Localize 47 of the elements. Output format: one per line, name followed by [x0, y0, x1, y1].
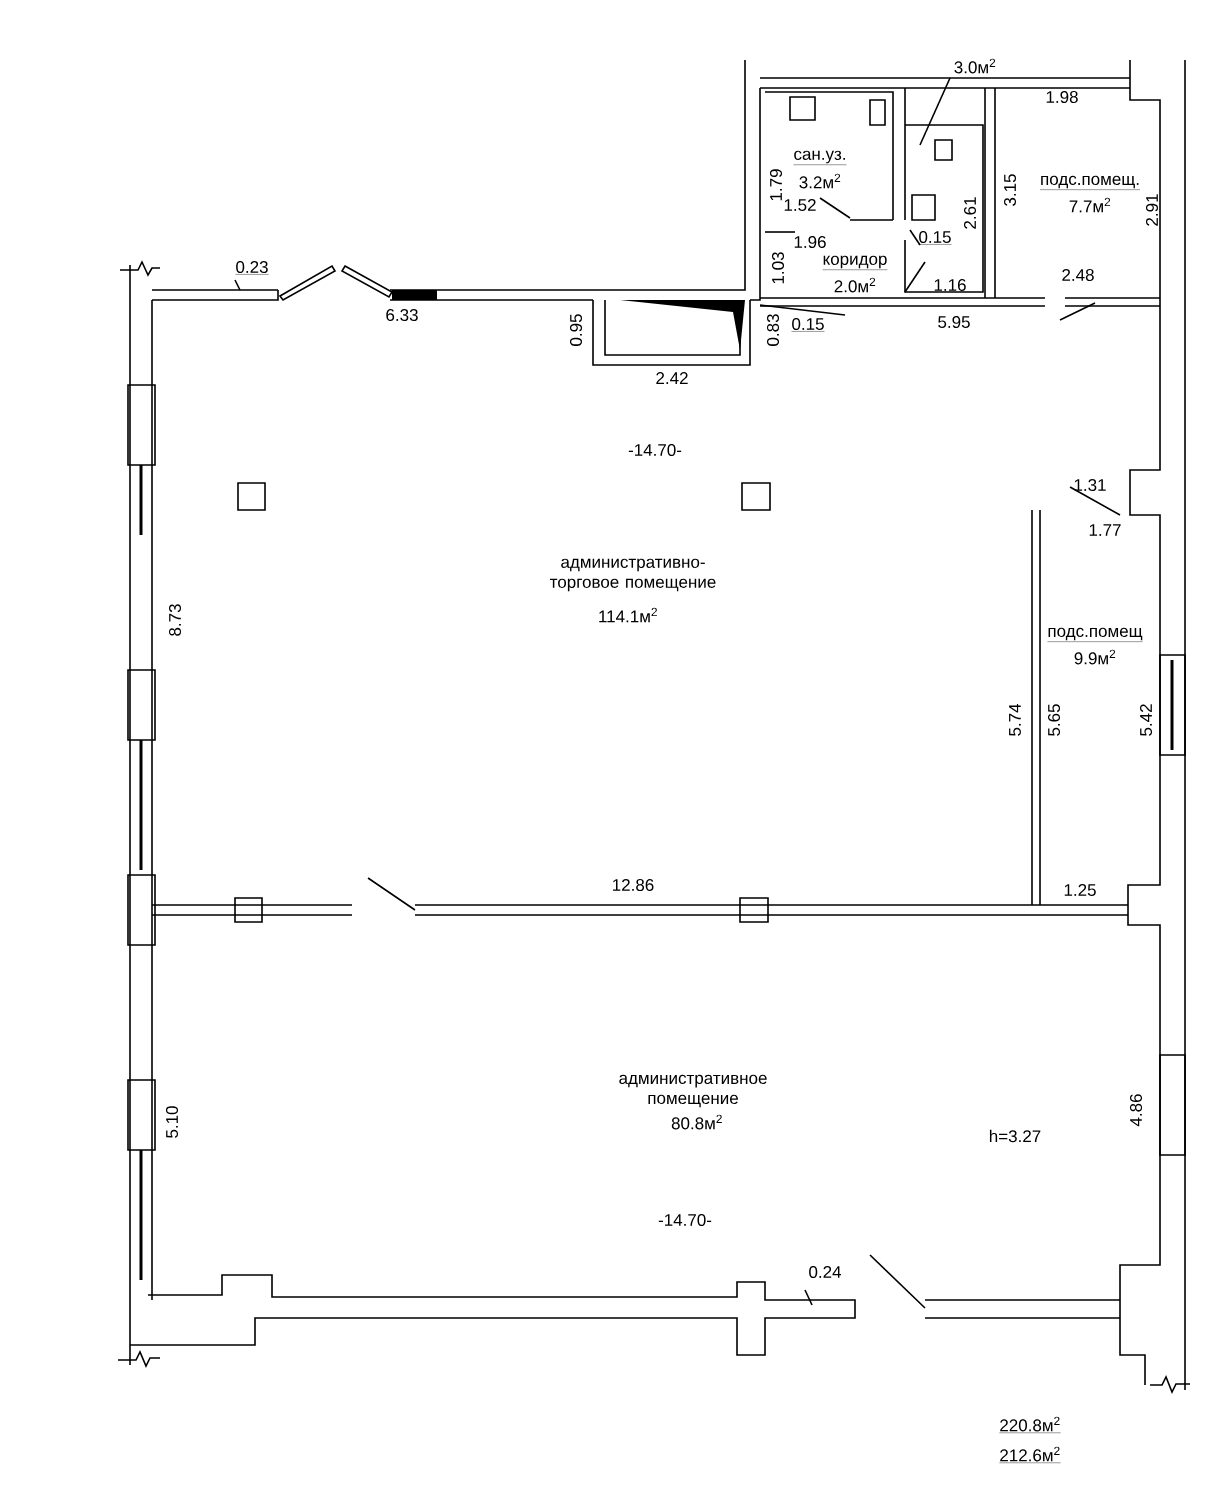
dimension-label: -14.70-: [658, 1214, 712, 1227]
area-label: 3.0м$^{2}$: [954, 58, 996, 74]
dimension-label: 5.42: [1140, 704, 1153, 736]
dimension-label: 0.15: [791, 318, 825, 332]
area-label: 9.9м$^{2}$: [1074, 649, 1116, 665]
dimension-label: 0.83: [767, 314, 780, 346]
dimension-label: 12.86: [613, 879, 654, 892]
room-label: подс.помещ: [1047, 627, 1143, 642]
area-label: 80.8м$^{2}$: [671, 1114, 722, 1130]
dimension-label: 1.79: [770, 169, 783, 201]
dimension-label: 1.25: [1064, 884, 1096, 897]
dimension-label: 6.33: [386, 309, 418, 322]
area-label: 7.7м$^{2}$: [1069, 197, 1111, 213]
dimension-label: 0.24: [809, 1266, 842, 1279]
dimension-label: 4.86: [1130, 1094, 1143, 1127]
dimension-label: -14.70-: [628, 444, 682, 457]
dimension-label: 2.91: [1146, 194, 1159, 226]
total-area-label: 220.8м$^{2}$: [999, 1416, 1061, 1433]
dimension-label: 1.03: [772, 252, 785, 284]
height-label: h=3.27: [989, 1129, 1041, 1143]
dimension-label: 5.10: [166, 1106, 179, 1138]
dimension-label: 0.95: [570, 314, 583, 346]
room-label: подс.помещ.: [1039, 175, 1141, 190]
dimension-label: 2.61: [964, 197, 977, 229]
dimension-label: 3.15: [1004, 174, 1017, 206]
dimension-label: 1.96: [794, 236, 826, 249]
area-label: 3.2м$^{2}$: [799, 173, 841, 189]
dimension-label: 2.48: [1062, 269, 1094, 282]
dimension-label: 2.42: [656, 372, 688, 384]
dimension-label: 0.23: [235, 261, 269, 275]
dimension-label: 5.65: [1048, 704, 1061, 736]
area-label: 114.1м$^{2}$: [599, 607, 657, 623]
dimension-label: 5.95: [938, 316, 970, 329]
total-area-label: 212.6м$^{2}$: [999, 1446, 1061, 1463]
room-label: коридор: [822, 255, 888, 270]
dimension-label: 1.77: [1089, 524, 1121, 536]
dimension-label: 1.31: [1074, 479, 1106, 492]
room-label: административное помещение: [619, 1074, 767, 1108]
dimension-label: 1.52: [784, 199, 816, 212]
area-label: 2.0м$^{2}$: [834, 277, 876, 293]
dimension-label: 5.74: [1009, 703, 1021, 736]
dimension-label: 1.16: [934, 279, 966, 292]
room-label: административно-торговое помещение: [550, 558, 716, 592]
room-label: сан.уз.: [793, 150, 847, 165]
dimension-label: 8.73: [169, 604, 182, 636]
dimension-label: 0.15: [918, 231, 952, 245]
dimension-label: 1.98: [1046, 91, 1078, 104]
